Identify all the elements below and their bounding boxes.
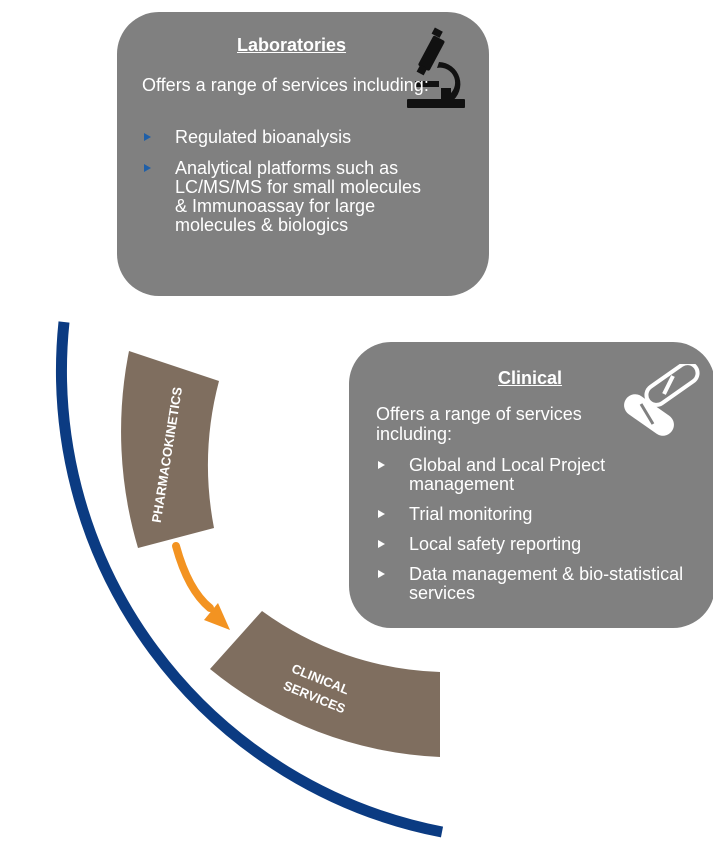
clinical-box: Clinical Offers a range of services incl… [349, 342, 713, 628]
clinical-title: Clinical [498, 368, 563, 388]
bullet-arrow-icon [378, 510, 385, 518]
bullet-text: Local safety reporting [409, 534, 582, 554]
bullet-arrow-icon [378, 461, 385, 469]
laboratories-intro: Offers a range of services including: [142, 75, 429, 95]
pharmacokinetics-segment [121, 351, 219, 548]
list-item: Local safety reporting [376, 535, 696, 554]
clinical-intro: Offers a range of services including: [376, 404, 582, 444]
laboratories-bullet-list: Regulated bioanalysis Analytical platfor… [142, 128, 432, 247]
orange-arrowhead [204, 603, 230, 630]
laboratories-title: Laboratories [237, 35, 347, 55]
bullet-text: Global and Local Project management [409, 455, 606, 494]
clinical-services-segment [210, 611, 440, 757]
bullet-arrow-icon [144, 133, 151, 141]
bullet-text: Trial monitoring [409, 504, 533, 524]
list-item: Trial monitoring [376, 505, 696, 524]
pills-icon [624, 364, 700, 436]
bullet-text: Analytical platforms such as LC/MS/MS fo… [175, 158, 422, 235]
list-item: Global and Local Project management [376, 456, 696, 494]
bullet-arrow-icon [378, 570, 385, 578]
clinical-bullet-list: Global and Local Project management Tria… [376, 456, 696, 614]
list-item: Analytical platforms such as LC/MS/MS fo… [142, 159, 432, 235]
orange-arrow [172, 542, 214, 612]
blue-arc [56, 321, 444, 838]
bullet-text: Regulated bioanalysis [175, 127, 352, 147]
bullet-text: Data management & bio-statistical servic… [409, 564, 684, 603]
list-item: Regulated bioanalysis [142, 128, 432, 147]
microscope-icon [407, 27, 465, 108]
bullet-arrow-icon [378, 540, 385, 548]
bullet-arrow-icon [144, 164, 151, 172]
list-item: Data management & bio-statistical servic… [376, 565, 696, 603]
laboratories-box: Laboratories Offers a range of services … [117, 12, 489, 296]
